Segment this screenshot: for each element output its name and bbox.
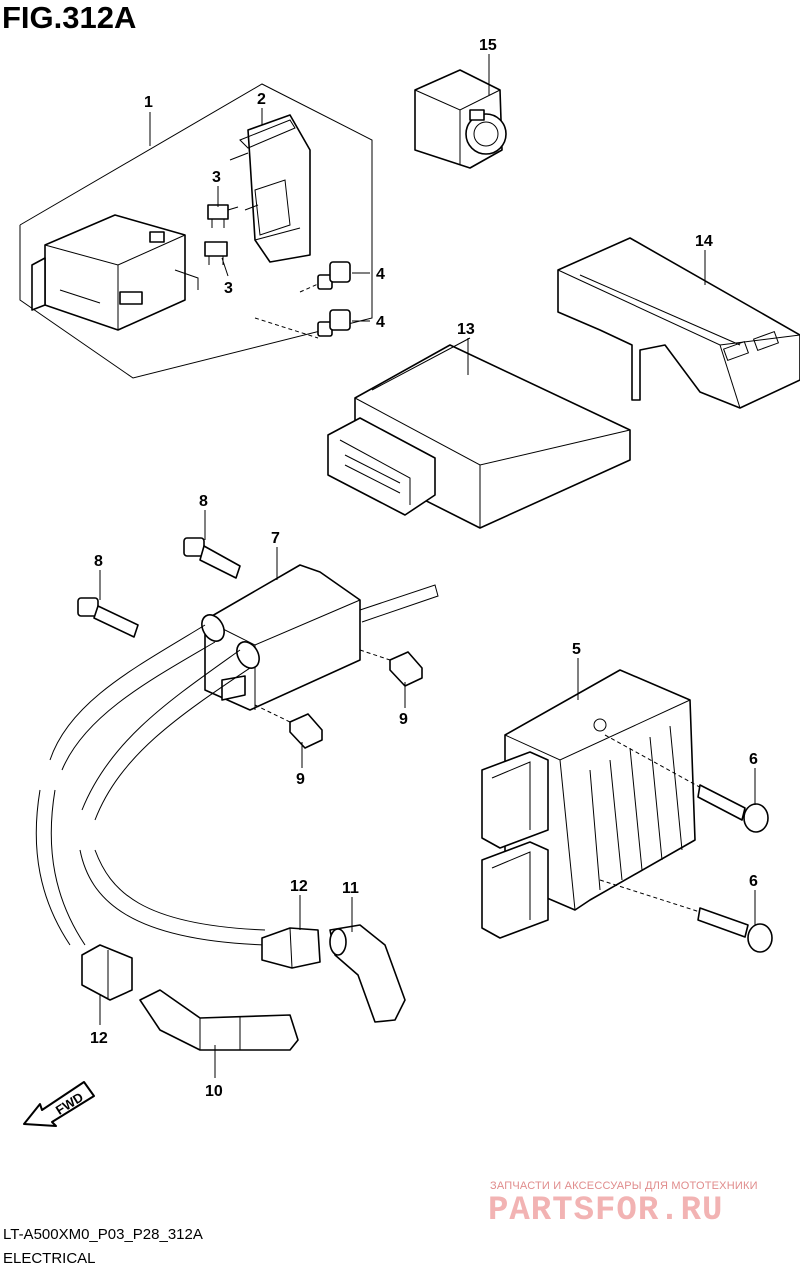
figure-name: ELECTRICAL: [3, 1250, 96, 1267]
spark-plug-cap-11: [329, 924, 406, 1023]
connector-15: [414, 69, 507, 169]
callout-9-right: 9: [399, 711, 408, 728]
forward-direction-arrow-icon: FWD: [23, 1081, 95, 1127]
cover-14: [557, 237, 800, 409]
callout-11: 11: [342, 880, 359, 897]
watermark-site: PARTSFOR.RU: [488, 1192, 724, 1230]
collar-9-right: [359, 649, 423, 687]
ecm-13: [327, 337, 631, 529]
callout-12-left: 12: [90, 1030, 108, 1047]
bolt-4-lower: [317, 309, 351, 337]
callout-8-left: 8: [94, 553, 103, 570]
figure-code: LT-A500XM0_P03_P28_312A: [3, 1226, 203, 1243]
collar-9-left: [254, 704, 323, 749]
callout-7: 7: [271, 530, 280, 547]
regulator-rectifier-5: [481, 669, 706, 939]
callout-3-upper: 3: [212, 169, 221, 186]
callout-3-lower: 3: [224, 280, 233, 297]
callout-6-lower: 6: [749, 873, 758, 890]
callout-15: 15: [479, 37, 497, 54]
cap-12-right: [261, 927, 321, 969]
spark-plug-cap-10: [139, 989, 299, 1051]
relay-assembly-group: [19, 83, 373, 379]
figure-title: FIG.312A: [2, 0, 137, 35]
bolt-8-upper: [183, 537, 241, 579]
callout-10: 10: [205, 1083, 223, 1100]
bolt-8-left: [77, 597, 139, 638]
callout-13: 13: [457, 321, 475, 338]
callout-6-upper: 6: [749, 751, 758, 768]
callout-4-lower: 4: [376, 314, 385, 331]
bolt-6-lower: [697, 907, 773, 953]
callout-12-right: 12: [290, 878, 308, 895]
callout-8-upper: 8: [199, 493, 208, 510]
callout-1: 1: [144, 94, 153, 111]
callout-4-upper: 4: [376, 266, 385, 283]
cap-12-left: [81, 944, 133, 1001]
ignition-coil-7: [201, 564, 439, 711]
watermark-tagline: ЗАПЧАСТИ И АКСЕССУАРЫ ДЛЯ МОТОТЕХНИКИ: [490, 1180, 758, 1192]
callout-14: 14: [695, 233, 713, 250]
callout-5: 5: [572, 641, 581, 658]
callout-9-left: 9: [296, 771, 305, 788]
callout-2: 2: [257, 91, 266, 108]
high-tension-leads: [35, 624, 266, 946]
leader-lines: [99, 54, 756, 1078]
bolt-4-upper: [317, 261, 351, 290]
bolt-6-upper: [697, 784, 769, 833]
